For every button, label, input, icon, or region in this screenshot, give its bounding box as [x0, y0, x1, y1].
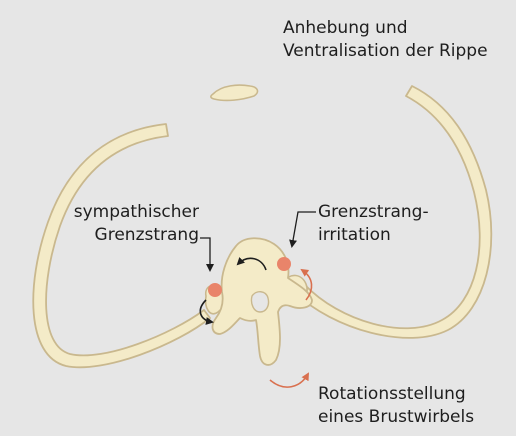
label-rib-elevation: Anhebung und Ventralisation der Rippe	[283, 17, 488, 63]
thoracic-vertebra	[213, 238, 312, 365]
sternum	[211, 85, 258, 100]
leader-sympathetic-trunk	[200, 238, 210, 270]
label-sympathetic-trunk: sympathischer Grenzstrang	[72, 201, 199, 247]
vertebra-rotation-arrow	[270, 374, 308, 387]
leader-trunk-irritation	[292, 212, 316, 246]
right-ganglion	[277, 257, 291, 271]
label-vertebra-rotation: Rotationsstellung eines Brustwirbels	[318, 383, 474, 429]
left-ganglion	[208, 283, 222, 297]
label-trunk-irritation: Grenzstrang- irritation	[318, 201, 429, 247]
